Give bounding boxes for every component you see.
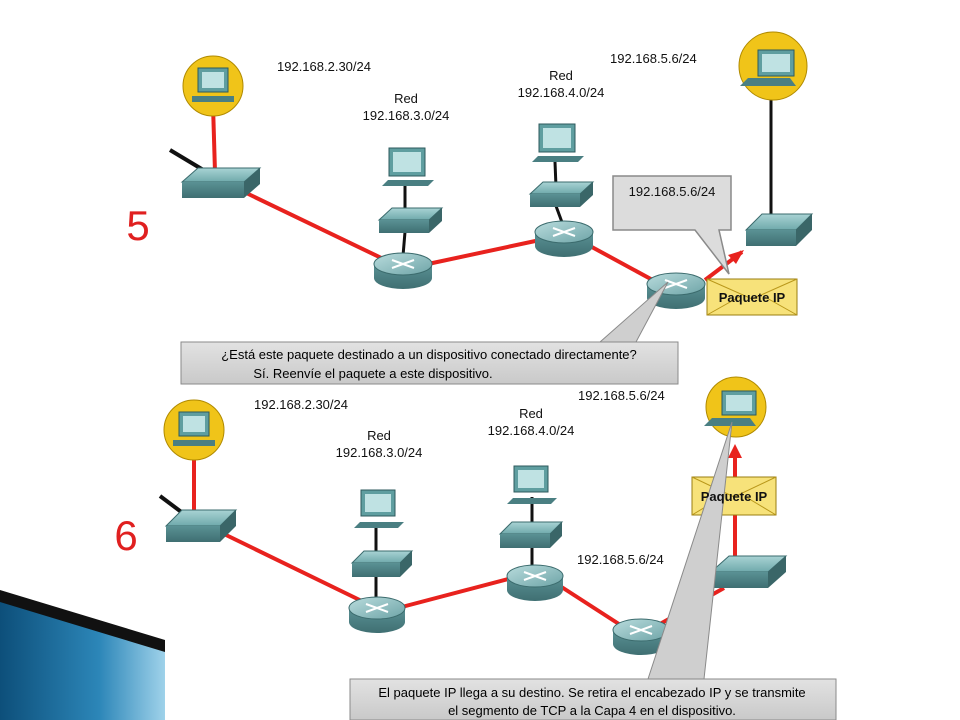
switch-net4-icon bbox=[528, 181, 595, 207]
panel-5-ip-bubble bbox=[612, 175, 732, 275]
panel-5-packet-envelope-icon bbox=[706, 278, 798, 316]
panel-6-net3-ip: 192.168.3.0/24 bbox=[336, 445, 423, 460]
panel-6-host-right-laptop-icon bbox=[704, 376, 767, 438]
panel-6-net5-ip: 192.168.5.6/24 bbox=[577, 552, 664, 567]
panel-6-callout-line2: el segmento de TCP a la Capa 4 en el dis… bbox=[448, 703, 736, 718]
panel-5: 192.168.2.30/24 Red 192.168.3.0/24 Red 1… bbox=[168, 0, 814, 385]
switch-right-icon bbox=[744, 213, 814, 246]
panel-6-packet-label: Paquete IP bbox=[701, 489, 768, 504]
host-left-pc-icon bbox=[182, 55, 244, 117]
switch-net3-icon bbox=[377, 207, 444, 233]
panel-5-bubble-ip: 192.168.5.6/24 bbox=[629, 184, 716, 199]
panel-5-callout-line2: Sí. Reenvíe el paquete a este dispositiv… bbox=[253, 366, 492, 381]
panel-6-host-left-pc-icon bbox=[163, 399, 225, 461]
host-right-laptop-icon bbox=[738, 31, 808, 101]
panel-6-router-2-icon bbox=[506, 564, 564, 601]
panel-6-pc-net3-icon bbox=[354, 489, 404, 528]
panel-6-router-3-icon bbox=[612, 618, 670, 655]
pc-net3-icon bbox=[382, 147, 434, 186]
pc-net4-icon bbox=[532, 123, 584, 162]
panel-5-host-left-ip: 192.168.2.30/24 bbox=[277, 59, 371, 74]
panel-6-pc-net4-icon bbox=[507, 465, 557, 504]
panel-6-net3-title: Red bbox=[367, 428, 391, 443]
panel-6-router-1-icon bbox=[348, 596, 406, 633]
router-2-icon bbox=[534, 220, 594, 257]
panel-6-switch-net4-icon bbox=[498, 521, 564, 548]
slide-accent bbox=[0, 590, 165, 720]
panel-5-net3-title: Red bbox=[394, 91, 418, 106]
panel-6-callout-line1: El paquete IP llega a su destino. Se ret… bbox=[378, 685, 805, 700]
panel-6: 192.168.2.30/24 Red 192.168.3.0/24 Red 1… bbox=[158, 376, 837, 720]
step-6-label: 6 bbox=[114, 512, 137, 559]
router-1-icon bbox=[373, 252, 433, 289]
panel-5-host-right-ip: 192.168.5.6/24 bbox=[610, 51, 697, 66]
panel-6-links bbox=[158, 444, 742, 628]
panel-5-callout bbox=[180, 281, 679, 385]
step-5-label: 5 bbox=[126, 202, 149, 249]
panel-5-net4-title: Red bbox=[549, 68, 573, 83]
panel-6-host-right-ip: 192.168.5.6/24 bbox=[578, 388, 665, 403]
panel-6-host-left-ip: 192.168.2.30/24 bbox=[254, 397, 348, 412]
panel-5-net3-ip: 192.168.3.0/24 bbox=[363, 108, 450, 123]
panel-6-switch-left-icon bbox=[164, 509, 238, 542]
switch-left-icon bbox=[180, 167, 262, 198]
panel-6-switch-right-icon bbox=[709, 555, 788, 588]
panel-5-net4-ip: 192.168.4.0/24 bbox=[518, 85, 605, 100]
panel-6-net4-title: Red bbox=[519, 406, 543, 421]
panel-6-switch-net3-icon bbox=[350, 550, 414, 577]
panel-5-callout-line1: ¿Está este paquete destinado a un dispos… bbox=[221, 347, 637, 362]
panel-6-net4-ip: 192.168.4.0/24 bbox=[488, 423, 575, 438]
panel-6-callout bbox=[349, 421, 837, 720]
panel-5-packet-label: Paquete IP bbox=[719, 290, 786, 305]
